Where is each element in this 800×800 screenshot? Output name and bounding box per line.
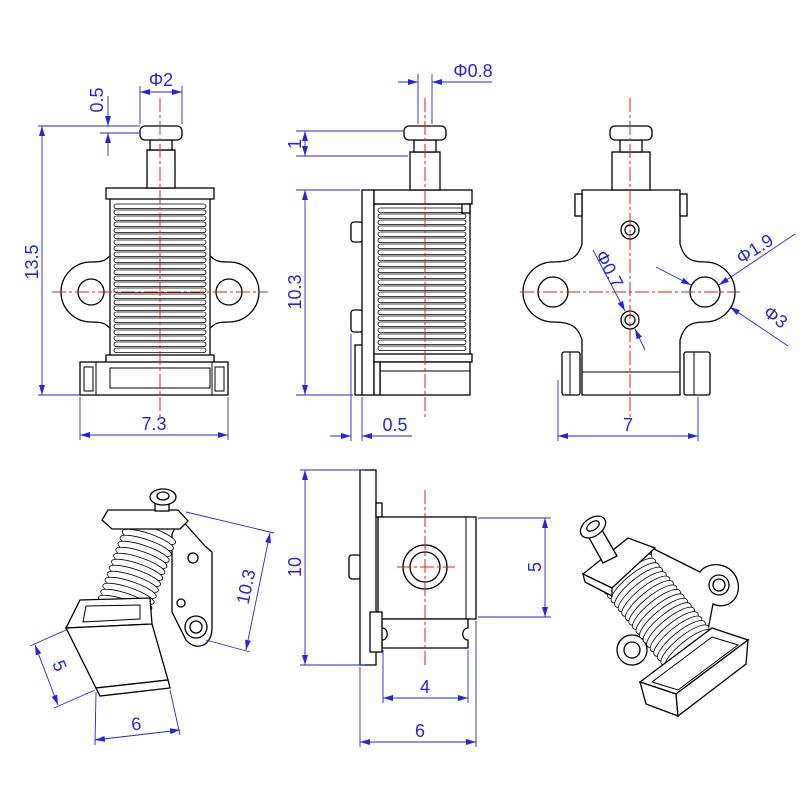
holder-side-face [675,638,749,718]
dim-holder-width: 6 [130,714,142,735]
plate-foot [369,611,383,653]
flange-tab [461,203,471,214]
holder-slot [82,604,141,623]
mounting-plate [361,189,375,396]
coil-winding [377,327,467,333]
dim-overall-width: 7.3 [141,414,166,434]
flange-edge [582,572,613,598]
coil-winding [377,297,467,303]
dim-body-depth: 5 [525,562,545,572]
plunger-holder [79,361,229,396]
plunger-knob-inner [586,520,600,532]
coil-winding [377,261,467,267]
extension-line [185,511,275,534]
isometric-view-right [579,515,750,718]
coil-winding [377,345,467,351]
holder-slot [650,636,740,691]
front-view: Φ2 0.5 13.5 7.3 [22,70,268,440]
coil-winding [377,237,467,243]
coil-winding [377,225,467,231]
dim-overall-width: 7 [623,415,633,435]
coil-winding [377,291,467,297]
dim-stem-diameter: Φ0.8 [453,61,492,81]
holder-tab-left [83,366,94,392]
plunger-knob [609,125,653,141]
holder-top-face [64,597,153,629]
dim-overall-width: 6 [415,721,425,741]
plate-tab [348,554,362,580]
plunger-stem [611,151,651,191]
dimension-line-holder-depth [34,644,59,706]
holder-tab-right [214,366,225,392]
dim-plate-thickness: 0.5 [382,415,407,435]
dim-overall-height: 13.5 [22,244,42,279]
extension-line [53,689,96,709]
leader-line [634,328,646,351]
coil-winding [377,333,467,339]
coil-winding [377,219,467,225]
leader-line [655,266,692,286]
holder-side [373,361,381,396]
plate-tab-lower [350,309,364,333]
plunger-stem [146,149,176,189]
ear-hole-inner [712,578,726,592]
bottom-flange [373,353,473,363]
leader-line [729,306,789,347]
coil-winding [377,273,467,279]
dim-knob-thickness: 1 [285,139,305,149]
dim-knob-offset: 0.5 [87,87,107,112]
coil-winding [377,243,467,249]
coil-winding [377,255,467,261]
plan-view: 10 5 4 6 [285,469,551,747]
coil-winding [377,279,467,285]
leader-line [718,233,796,286]
plunger-neck [149,139,173,151]
side-view: Φ0.8 1 10.3 0.5 [285,61,493,441]
coil-winding [377,315,467,321]
extension-line [29,629,67,647]
plate-hole [187,552,199,564]
coil-windings [377,207,467,351]
dim-body-height: 10.3 [285,274,305,309]
plate-notch-left [574,193,583,217]
top-flange [101,509,189,530]
mounting-plate [171,516,213,647]
plunger-knob-inner [156,491,170,501]
holder-bottom-tab [95,679,171,697]
dimension-line-body-height [245,532,271,651]
coil-winding [377,231,467,237]
plunger-neck [619,139,643,153]
coil-winding [377,249,467,255]
coil-winding [377,213,467,219]
plate-step [375,502,383,518]
plate-tab-upper [350,221,364,243]
bottom-tab-right [683,351,711,396]
dimension-line-holder-width [94,728,181,742]
isometric-view-left: 10.3 5 6 [29,488,275,746]
bottom-tab-left [561,351,581,396]
coil-winding [377,207,467,213]
coil-winding [377,303,467,309]
plate-hole [176,598,186,608]
coil-winding [377,321,467,327]
top-flange [373,189,473,205]
plate-notch-right [679,193,688,217]
ear-hole [189,620,203,634]
dim-overall-length: 10 [285,557,305,577]
leader-line [592,249,626,312]
extension-line [169,689,181,736]
coil-winding [377,285,467,291]
plunger-knob [139,125,183,141]
coil-winding [377,339,467,345]
coil-winding [377,309,467,315]
dim-neck-width: 4 [420,677,430,697]
extension-line [205,639,251,653]
lower-ear-hole [623,641,641,659]
coil-winding [377,267,467,273]
dim-knob-diameter: Φ2 [149,70,173,90]
